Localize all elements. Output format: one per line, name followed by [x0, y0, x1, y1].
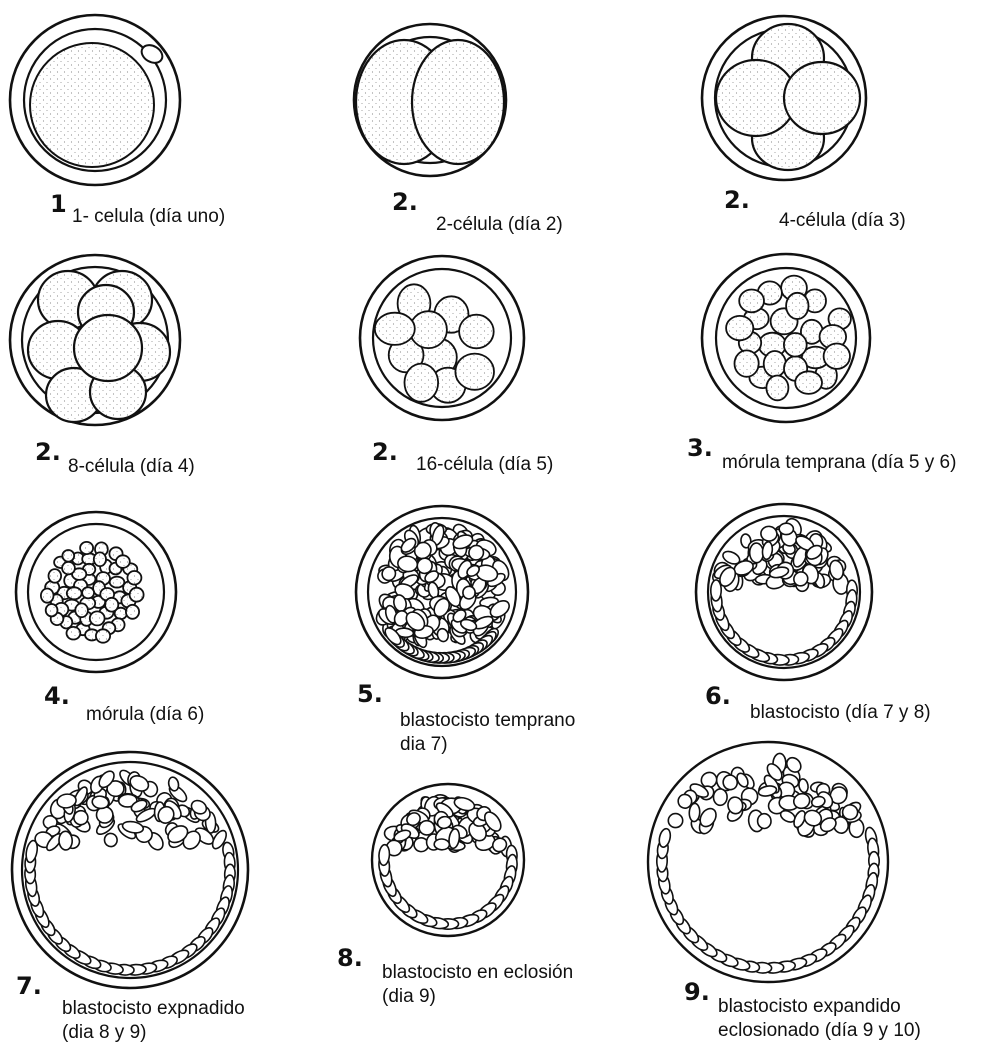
blastomere	[739, 290, 764, 313]
stage-number: 9.	[684, 980, 710, 1004]
stage-number: 2.	[724, 188, 750, 212]
blastomere	[130, 588, 144, 602]
blastomere	[82, 587, 94, 598]
blastomere	[116, 555, 130, 568]
blastomere	[786, 293, 808, 319]
icm-cell	[757, 813, 771, 828]
icm-cell	[668, 813, 683, 827]
blastomere	[455, 354, 494, 390]
blastomere	[80, 542, 93, 554]
expanded-blastocyst-drawing	[12, 752, 248, 988]
blastomere	[41, 589, 54, 603]
stage-label: blastocisto (día 7 y 8)	[750, 702, 931, 724]
stage-label-line1: blastocisto expandido	[718, 996, 901, 1018]
early-morula-drawing	[702, 254, 870, 422]
icm-cell	[713, 789, 727, 806]
stage-label: mórula temprana (día 5 y 6)	[722, 452, 956, 474]
stage-number: 2.	[372, 440, 398, 464]
blastomere	[105, 598, 118, 612]
blastomere	[726, 316, 753, 340]
blastomere	[67, 627, 81, 640]
stage-label-line2: dia 7)	[400, 734, 448, 756]
blastomere	[459, 315, 494, 349]
stage-label-line1: blastocisto en eclosión	[382, 962, 573, 984]
hatched-expanded-blastocyst-drawing	[648, 742, 888, 982]
blastomere	[126, 605, 139, 619]
blastomere	[94, 552, 106, 566]
blastomere	[405, 364, 439, 402]
icm-cell	[749, 543, 763, 563]
blastomere	[375, 313, 415, 345]
stage-label-line1: blastocisto temprano	[400, 710, 575, 732]
blastomere	[74, 315, 142, 381]
blastomere	[75, 603, 88, 617]
stage-label: 2-célula (día 2)	[436, 214, 563, 236]
stage-number: 3.	[687, 436, 713, 460]
blastomere	[764, 351, 786, 377]
blastomere	[62, 562, 75, 574]
stage-4-cell-drawing	[702, 16, 866, 180]
blastocyst-drawing	[696, 504, 872, 680]
blastomere	[766, 376, 788, 401]
stage-label-line1: blastocisto expnadido	[62, 998, 245, 1020]
blastomere	[67, 587, 82, 599]
blastomere	[110, 577, 125, 588]
trophoblast-cell	[711, 580, 722, 601]
icm-cell	[104, 833, 118, 848]
blastomere	[784, 62, 860, 134]
blastomere	[795, 371, 822, 394]
stage-2-cell-drawing	[354, 24, 506, 176]
blastomere	[49, 569, 62, 583]
early-blastocyst-drawing	[356, 506, 528, 678]
stage-label: 1- celula (día uno)	[72, 206, 225, 228]
blastomere	[127, 571, 141, 585]
stage-label: mórula (día 6)	[86, 704, 204, 726]
blastomere	[412, 40, 504, 164]
blastomere	[30, 43, 154, 167]
icm-cell	[59, 831, 73, 850]
morula-drawing	[16, 512, 176, 672]
blastomere	[62, 550, 74, 562]
stage-label: 16-célula (día 5)	[416, 454, 553, 476]
icm-cell	[417, 558, 433, 574]
icm-cell	[760, 526, 777, 542]
stage-label: 4-célula (día 3)	[779, 210, 906, 232]
blastomere	[784, 333, 807, 357]
stage-number: 2.	[392, 190, 418, 214]
stage-number: 4.	[44, 684, 70, 708]
hatching-blastocyst-drawing	[372, 784, 524, 936]
stage-label-line2: (dia 9)	[382, 986, 436, 1008]
stage-number: 1	[50, 192, 67, 216]
stage-number: 2.	[35, 440, 61, 464]
blastomere	[735, 350, 759, 376]
blastomere	[824, 344, 850, 369]
icm-cell	[779, 523, 793, 535]
stage-16-cell-drawing	[360, 256, 524, 420]
stage-label-line2: (dia 8 y 9)	[62, 1022, 146, 1044]
icm-cell	[419, 820, 435, 835]
stage-8-cell-drawing	[10, 255, 180, 425]
stage-label-line2: eclosionado (día 9 y 10)	[718, 1020, 921, 1042]
stage-number: 8.	[337, 946, 363, 970]
blastomere	[46, 604, 58, 616]
stage-1-cell-drawing	[10, 15, 180, 185]
blastomere	[96, 629, 110, 642]
stage-label: 8-célula (día 4)	[68, 456, 195, 478]
stage-number: 5.	[357, 682, 383, 706]
icm-cell	[689, 803, 700, 822]
blastomere	[90, 611, 105, 625]
stage-number: 6.	[705, 684, 731, 708]
stage-number: 7.	[16, 974, 42, 998]
icm-cell	[434, 839, 450, 851]
